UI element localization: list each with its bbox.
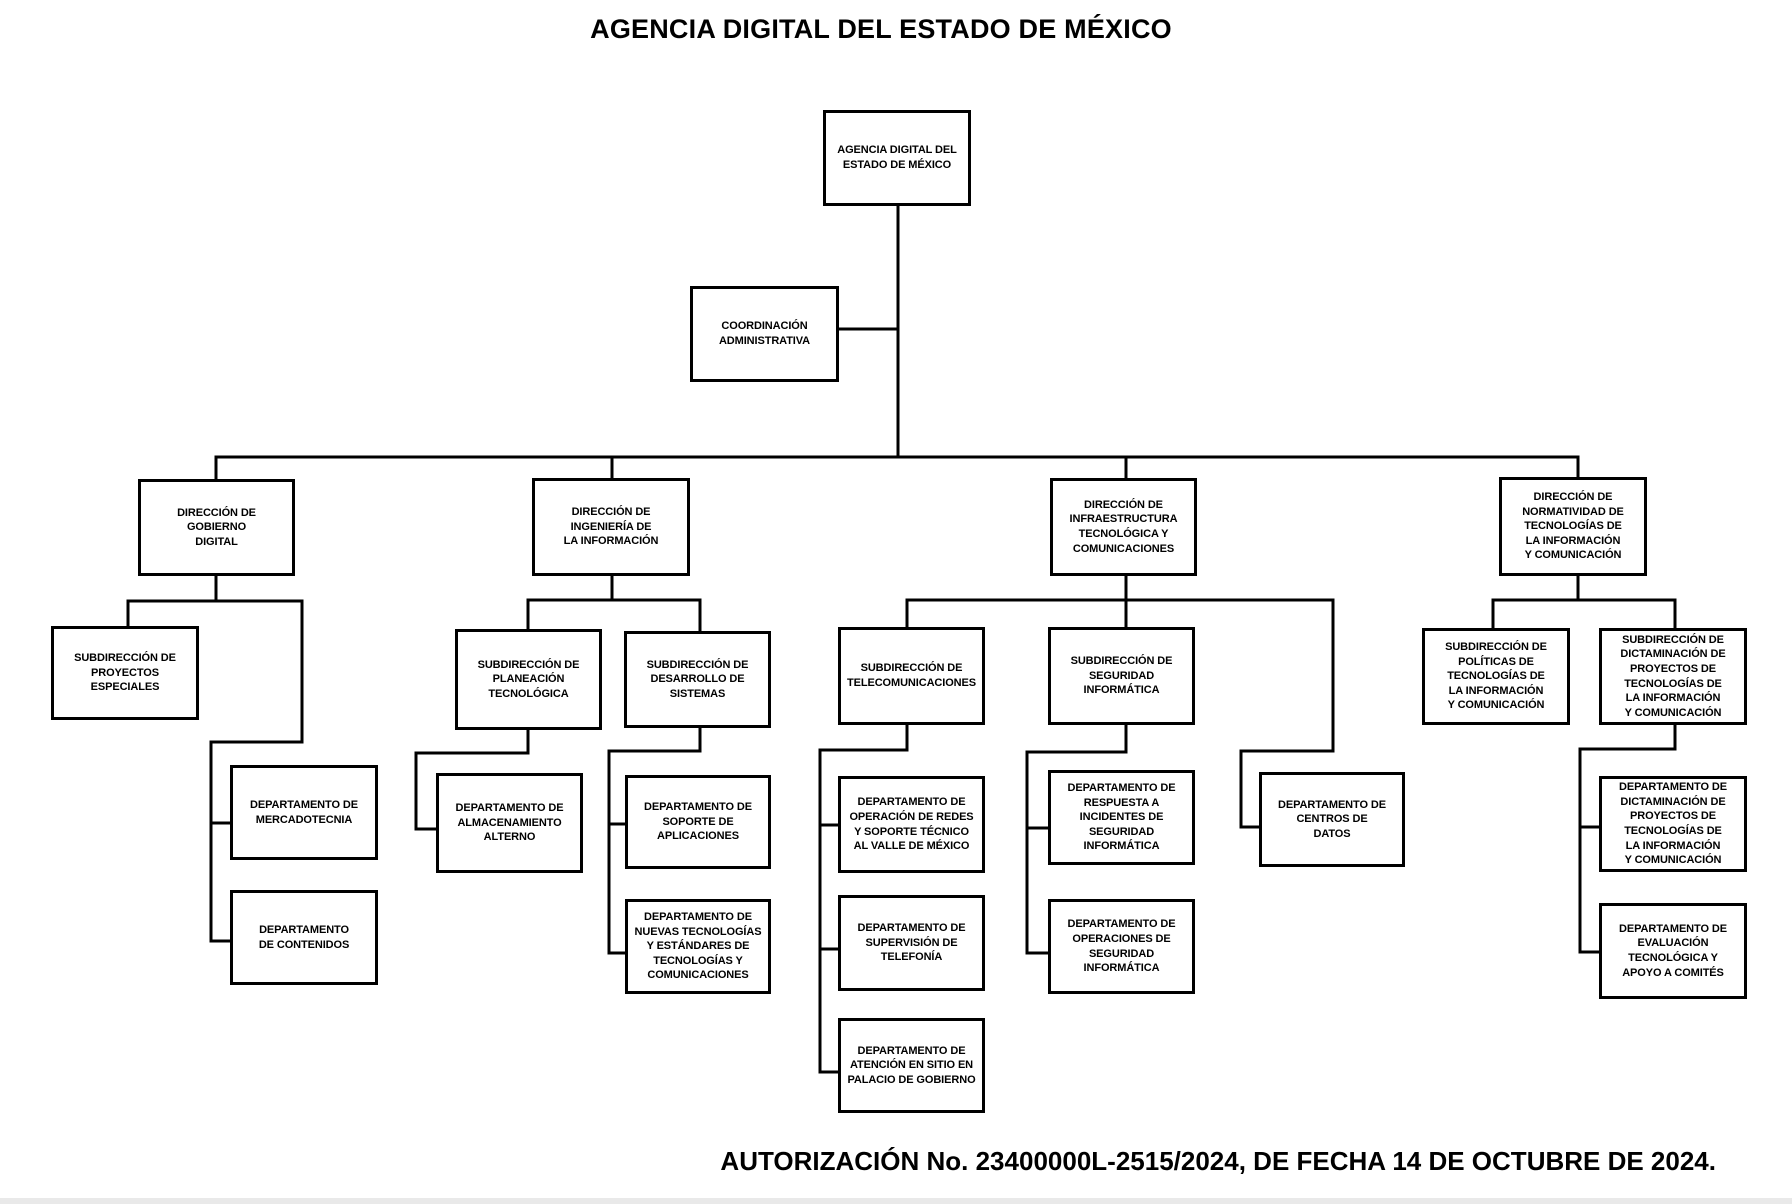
org-box-subdirectorate-information-security: SUBDIRECCIÓN DE SEGURIDAD INFORMÁTICA (1048, 627, 1195, 725)
org-box-department-project-assessment: DEPARTAMENTO DE DICTAMINACIÓN DE PROYECT… (1599, 776, 1747, 872)
org-box-department-telephony-supervision: DEPARTAMENTO DE SUPERVISIÓN DE TELEFONÍA (838, 895, 985, 991)
org-box-department-network-operations: DEPARTAMENTO DE OPERACIÓN DE REDES Y SOP… (838, 776, 985, 873)
org-box-directorate-digital-government: DIRECCIÓN DE GOBIERNO DIGITAL (138, 479, 295, 576)
org-box-subdirectorate-special-projects: SUBDIRECCIÓN DE PROYECTOS ESPECIALES (51, 626, 199, 720)
org-box-subdirectorate-it-policies: SUBDIRECCIÓN DE POLÍTICAS DE TECNOLOGÍAS… (1422, 628, 1570, 725)
page-title: AGENCIA DIGITAL DEL ESTADO DE MÉXICO (590, 14, 1172, 44)
org-box-department-incident-response: DEPARTAMENTO DE RESPUESTA A INCIDENTES D… (1048, 770, 1195, 865)
org-box-subdirectorate-technology-planning: SUBDIRECCIÓN DE PLANEACIÓN TECNOLÓGICA (455, 629, 602, 730)
authorization-footer: AUTORIZACIÓN No. 23400000L-2515/2024, DE… (720, 1146, 1716, 1176)
page-bottom-band (0, 1198, 1792, 1204)
org-box-subdirectorate-project-assessment: SUBDIRECCIÓN DE DICTAMINACIÓN DE PROYECT… (1599, 628, 1747, 725)
org-box-subdirectorate-systems-development: SUBDIRECCIÓN DE DESARROLLO DE SISTEMAS (624, 631, 771, 728)
org-box-agency-head: AGENCIA DIGITAL DEL ESTADO DE MÉXICO (823, 110, 971, 206)
org-box-department-onsite-support: DEPARTAMENTO DE ATENCIÓN EN SITIO EN PAL… (838, 1018, 985, 1113)
org-box-subdirectorate-telecommunications: SUBDIRECCIÓN DE TELECOMUNICACIONES (838, 627, 985, 725)
org-box-directorate-information-engineering: DIRECCIÓN DE INGENIERÍA DE LA INFORMACIÓ… (532, 478, 690, 576)
org-box-department-data-centers: DEPARTAMENTO DE CENTROS DE DATOS (1259, 772, 1405, 867)
org-box-directorate-it-regulation: DIRECCIÓN DE NORMATIVIDAD DE TECNOLOGÍAS… (1499, 477, 1647, 576)
org-box-department-new-technologies: DEPARTAMENTO DE NUEVAS TECNOLOGÍAS Y EST… (625, 899, 771, 994)
org-box-department-technology-evaluation: DEPARTAMENTO DE EVALUACIÓN TECNOLÓGICA Y… (1599, 903, 1747, 999)
org-box-department-contents: DEPARTAMENTO DE CONTENIDOS (230, 890, 378, 985)
org-box-department-alternate-storage: DEPARTAMENTO DE ALMACENAMIENTO ALTERNO (436, 773, 583, 873)
org-box-department-marketing: DEPARTAMENTO DE MERCADOTECNIA (230, 765, 378, 860)
org-box-department-application-support: DEPARTAMENTO DE SOPORTE DE APLICACIONES (625, 775, 771, 869)
org-box-department-security-operations: DEPARTAMENTO DE OPERACIONES DE SEGURIDAD… (1048, 899, 1195, 994)
org-box-directorate-infrastructure: DIRECCIÓN DE INFRAESTRUCTURA TECNOLÓGICA… (1050, 478, 1197, 576)
org-box-administrative-coordination: COORDINACIÓN ADMINISTRATIVA (690, 286, 839, 382)
